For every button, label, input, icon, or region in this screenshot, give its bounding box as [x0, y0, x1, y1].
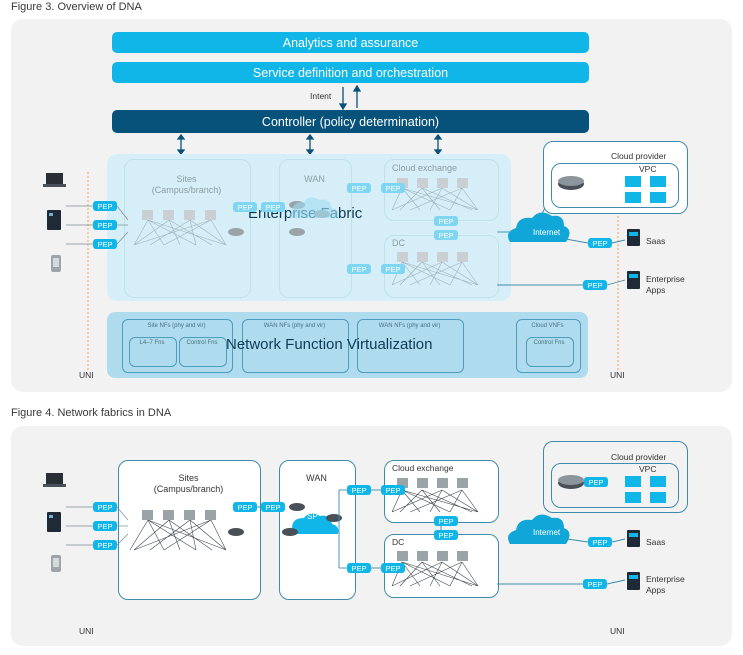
service-bar: Service definition and orchestration: [112, 62, 589, 83]
pep-badge: PEP: [434, 516, 458, 526]
pep-badge: PEP: [584, 477, 608, 487]
internet-label: Internet: [533, 228, 561, 237]
wan-nfs-label: WAN NFs (phy and vir): [263, 323, 326, 329]
cloud-exchange-label: Cloud exchange: [392, 163, 458, 173]
control-fns-label: Control Fns: [186, 340, 218, 346]
pep-badge: PEP: [583, 280, 607, 290]
figure3-title: Figure 3. Overview of DNA: [11, 1, 142, 13]
pep-badge: PEP: [347, 563, 371, 573]
enterprise-apps-label: Enterprise Apps: [646, 274, 685, 295]
vpc-box-f4: [551, 463, 679, 508]
cloud-exchange-label-f4: Cloud exchange: [392, 463, 454, 473]
cloud-provider-label: Cloud provider: [611, 151, 667, 161]
wan-label: WAN: [304, 174, 325, 184]
pep-badge: PEP: [434, 230, 458, 240]
pep-badge: PEP: [93, 220, 117, 230]
pep-badge: PEP: [261, 202, 285, 212]
l47-label: L4–7 Fns: [139, 340, 165, 346]
pep-badge: PEP: [93, 201, 117, 211]
pep-badge: PEP: [583, 579, 607, 589]
pep-badge: PEP: [93, 239, 117, 249]
pep-badge: PEP: [588, 537, 612, 547]
dc-label-f4: DC: [392, 537, 405, 547]
figure4-title: Figure 4. Network fabrics in DNA: [11, 407, 172, 419]
pep-badge: PEP: [347, 183, 371, 193]
sp-label: SP: [307, 512, 318, 521]
uni-label: UNI: [79, 626, 94, 636]
uni-label: UNI: [610, 370, 625, 380]
vpc-label: VPC: [639, 164, 657, 174]
controller-bar: Controller (policy determination): [112, 110, 589, 133]
pep-badge: PEP: [434, 216, 458, 226]
wan-nfs-box: [242, 319, 349, 373]
pep-badge: PEP: [588, 238, 612, 248]
pep-badge: PEP: [347, 264, 371, 274]
nfv-label: Network Function Virtualization: [226, 336, 433, 353]
pep-badge: PEP: [381, 183, 405, 193]
pep-badge: PEP: [261, 502, 285, 512]
saas-label-f4: Saas: [646, 537, 666, 547]
wan-box: [279, 159, 352, 298]
analytics-bar: Analytics and assurance: [112, 32, 589, 53]
pep-badge: PEP: [93, 540, 117, 550]
pep-badge: PEP: [381, 485, 405, 495]
pep-badge: PEP: [233, 502, 257, 512]
cloud-provider-box-f4: [543, 441, 688, 513]
internet-label-f4: Internet: [533, 528, 561, 537]
saas-label: Saas: [646, 236, 666, 246]
sites-sublabel-f4: (Campus/branch): [153, 484, 224, 494]
intent-label: Intent: [310, 91, 332, 101]
enterprise-apps-label-f4: Enterprise Apps: [646, 574, 685, 595]
site-nfs-box: [122, 319, 233, 373]
site-nfs-label: Site NFs (phy and vir): [147, 323, 206, 329]
sites-label-f4: Sites: [178, 473, 199, 483]
pep-badge: PEP: [93, 521, 117, 531]
pep-badge: PEP: [381, 264, 405, 274]
cloud-vnfs-box: [516, 319, 581, 373]
wan-nfs-label-2: WAN NFs (phy and vir): [378, 323, 441, 329]
pep-badge: PEP: [434, 530, 458, 540]
wan-nfs-box-2: [357, 319, 464, 373]
wan-label-f4: WAN: [306, 473, 327, 483]
sites-sublabel: (Campus/branch): [151, 185, 222, 195]
sites-box: [124, 159, 251, 298]
l47-box: [129, 337, 177, 367]
pep-badge: PEP: [347, 485, 371, 495]
cloud-vnfs-label: Cloud VNFs: [531, 323, 564, 329]
pep-badge: PEP: [93, 502, 117, 512]
uni-label: UNI: [610, 626, 625, 636]
sites-label: Sites: [176, 174, 197, 184]
dc-label: DC: [392, 238, 405, 248]
control-fns-box: [179, 337, 227, 367]
uni-label: UNI: [79, 370, 94, 380]
cloud-provider-label-f4: Cloud provider: [611, 452, 667, 462]
pep-badge: PEP: [233, 202, 257, 212]
control-fns-box-2: [526, 337, 574, 367]
pep-badge: PEP: [381, 563, 405, 573]
control-fns-label-2: Control Fns: [533, 340, 565, 346]
vpc-label-f4: VPC: [639, 464, 657, 474]
